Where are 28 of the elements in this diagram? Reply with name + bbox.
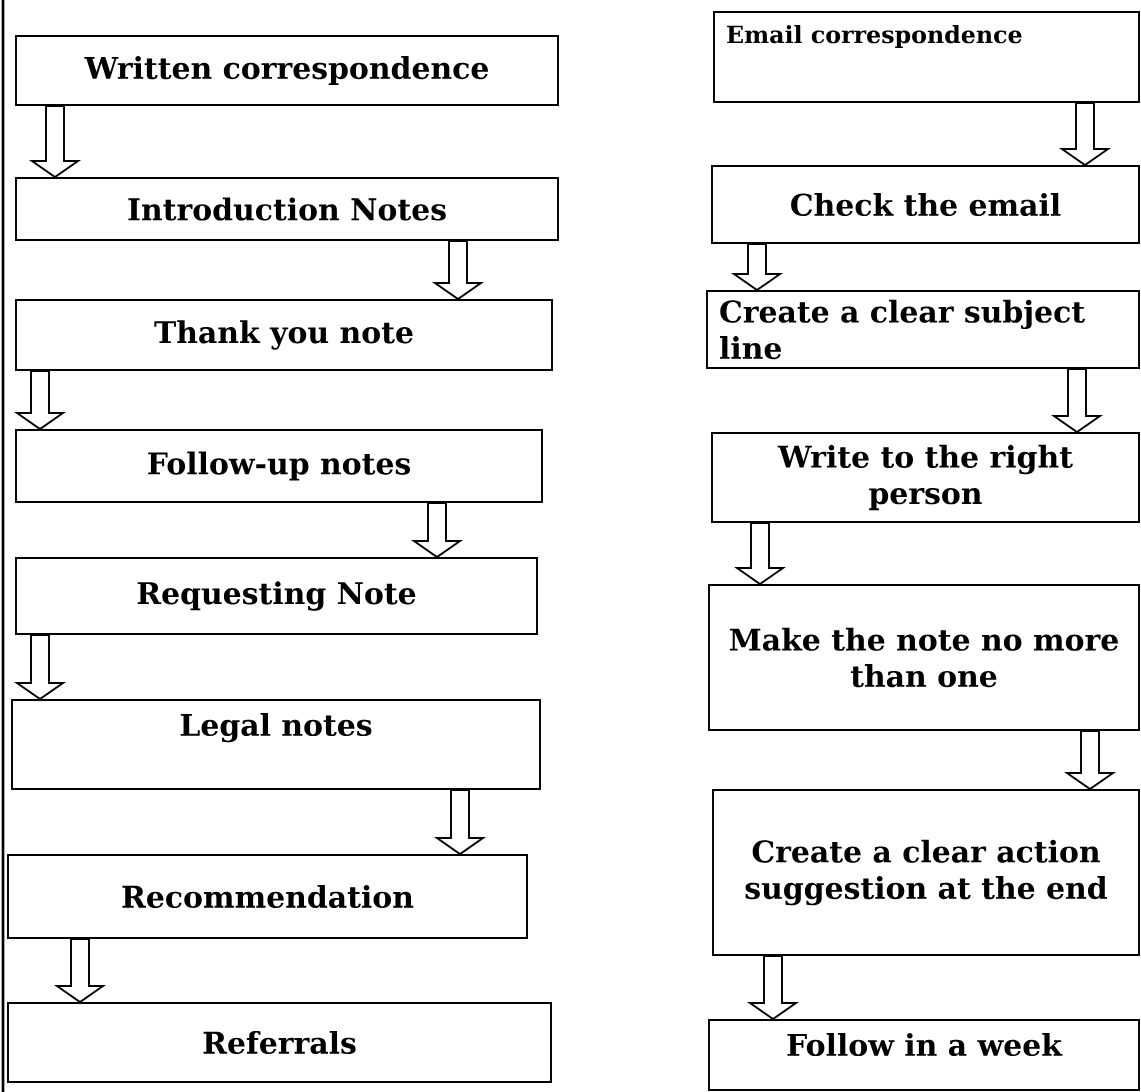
- process-box: Referrals: [7, 1002, 552, 1083]
- block-arrow: [13, 370, 67, 431]
- process-box: Legal notes: [11, 699, 541, 790]
- block-arrow: [730, 243, 784, 292]
- block-arrow: [28, 105, 82, 179]
- process-box: Write to the right person: [711, 432, 1140, 523]
- block-arrow: [13, 634, 67, 701]
- process-box: Thank you note: [15, 299, 553, 371]
- process-box: Written correspondence: [15, 35, 559, 106]
- process-box: Requesting Note: [15, 557, 538, 635]
- process-box: Follow-up notes: [15, 429, 543, 503]
- block-arrow: [410, 502, 464, 559]
- block-arrow: [1063, 730, 1117, 791]
- block-arrow: [433, 789, 487, 856]
- block-arrow: [53, 938, 107, 1004]
- block-arrow: [1058, 102, 1112, 167]
- process-box: Make the note no more than one: [708, 584, 1140, 731]
- block-arrow: [431, 240, 485, 301]
- process-box: Email correspondence: [713, 11, 1140, 103]
- process-box: Check the email: [711, 165, 1140, 244]
- block-arrow: [746, 955, 800, 1021]
- block-arrow: [733, 522, 787, 586]
- process-box: Follow in a week: [708, 1019, 1140, 1091]
- block-arrow: [1050, 368, 1104, 434]
- process-box: Create a clear subject line: [706, 290, 1140, 369]
- process-box: Introduction Notes: [15, 177, 559, 241]
- process-box: Create a clear action suggestion at the end: [712, 789, 1140, 956]
- process-box: Recommendation: [7, 854, 528, 939]
